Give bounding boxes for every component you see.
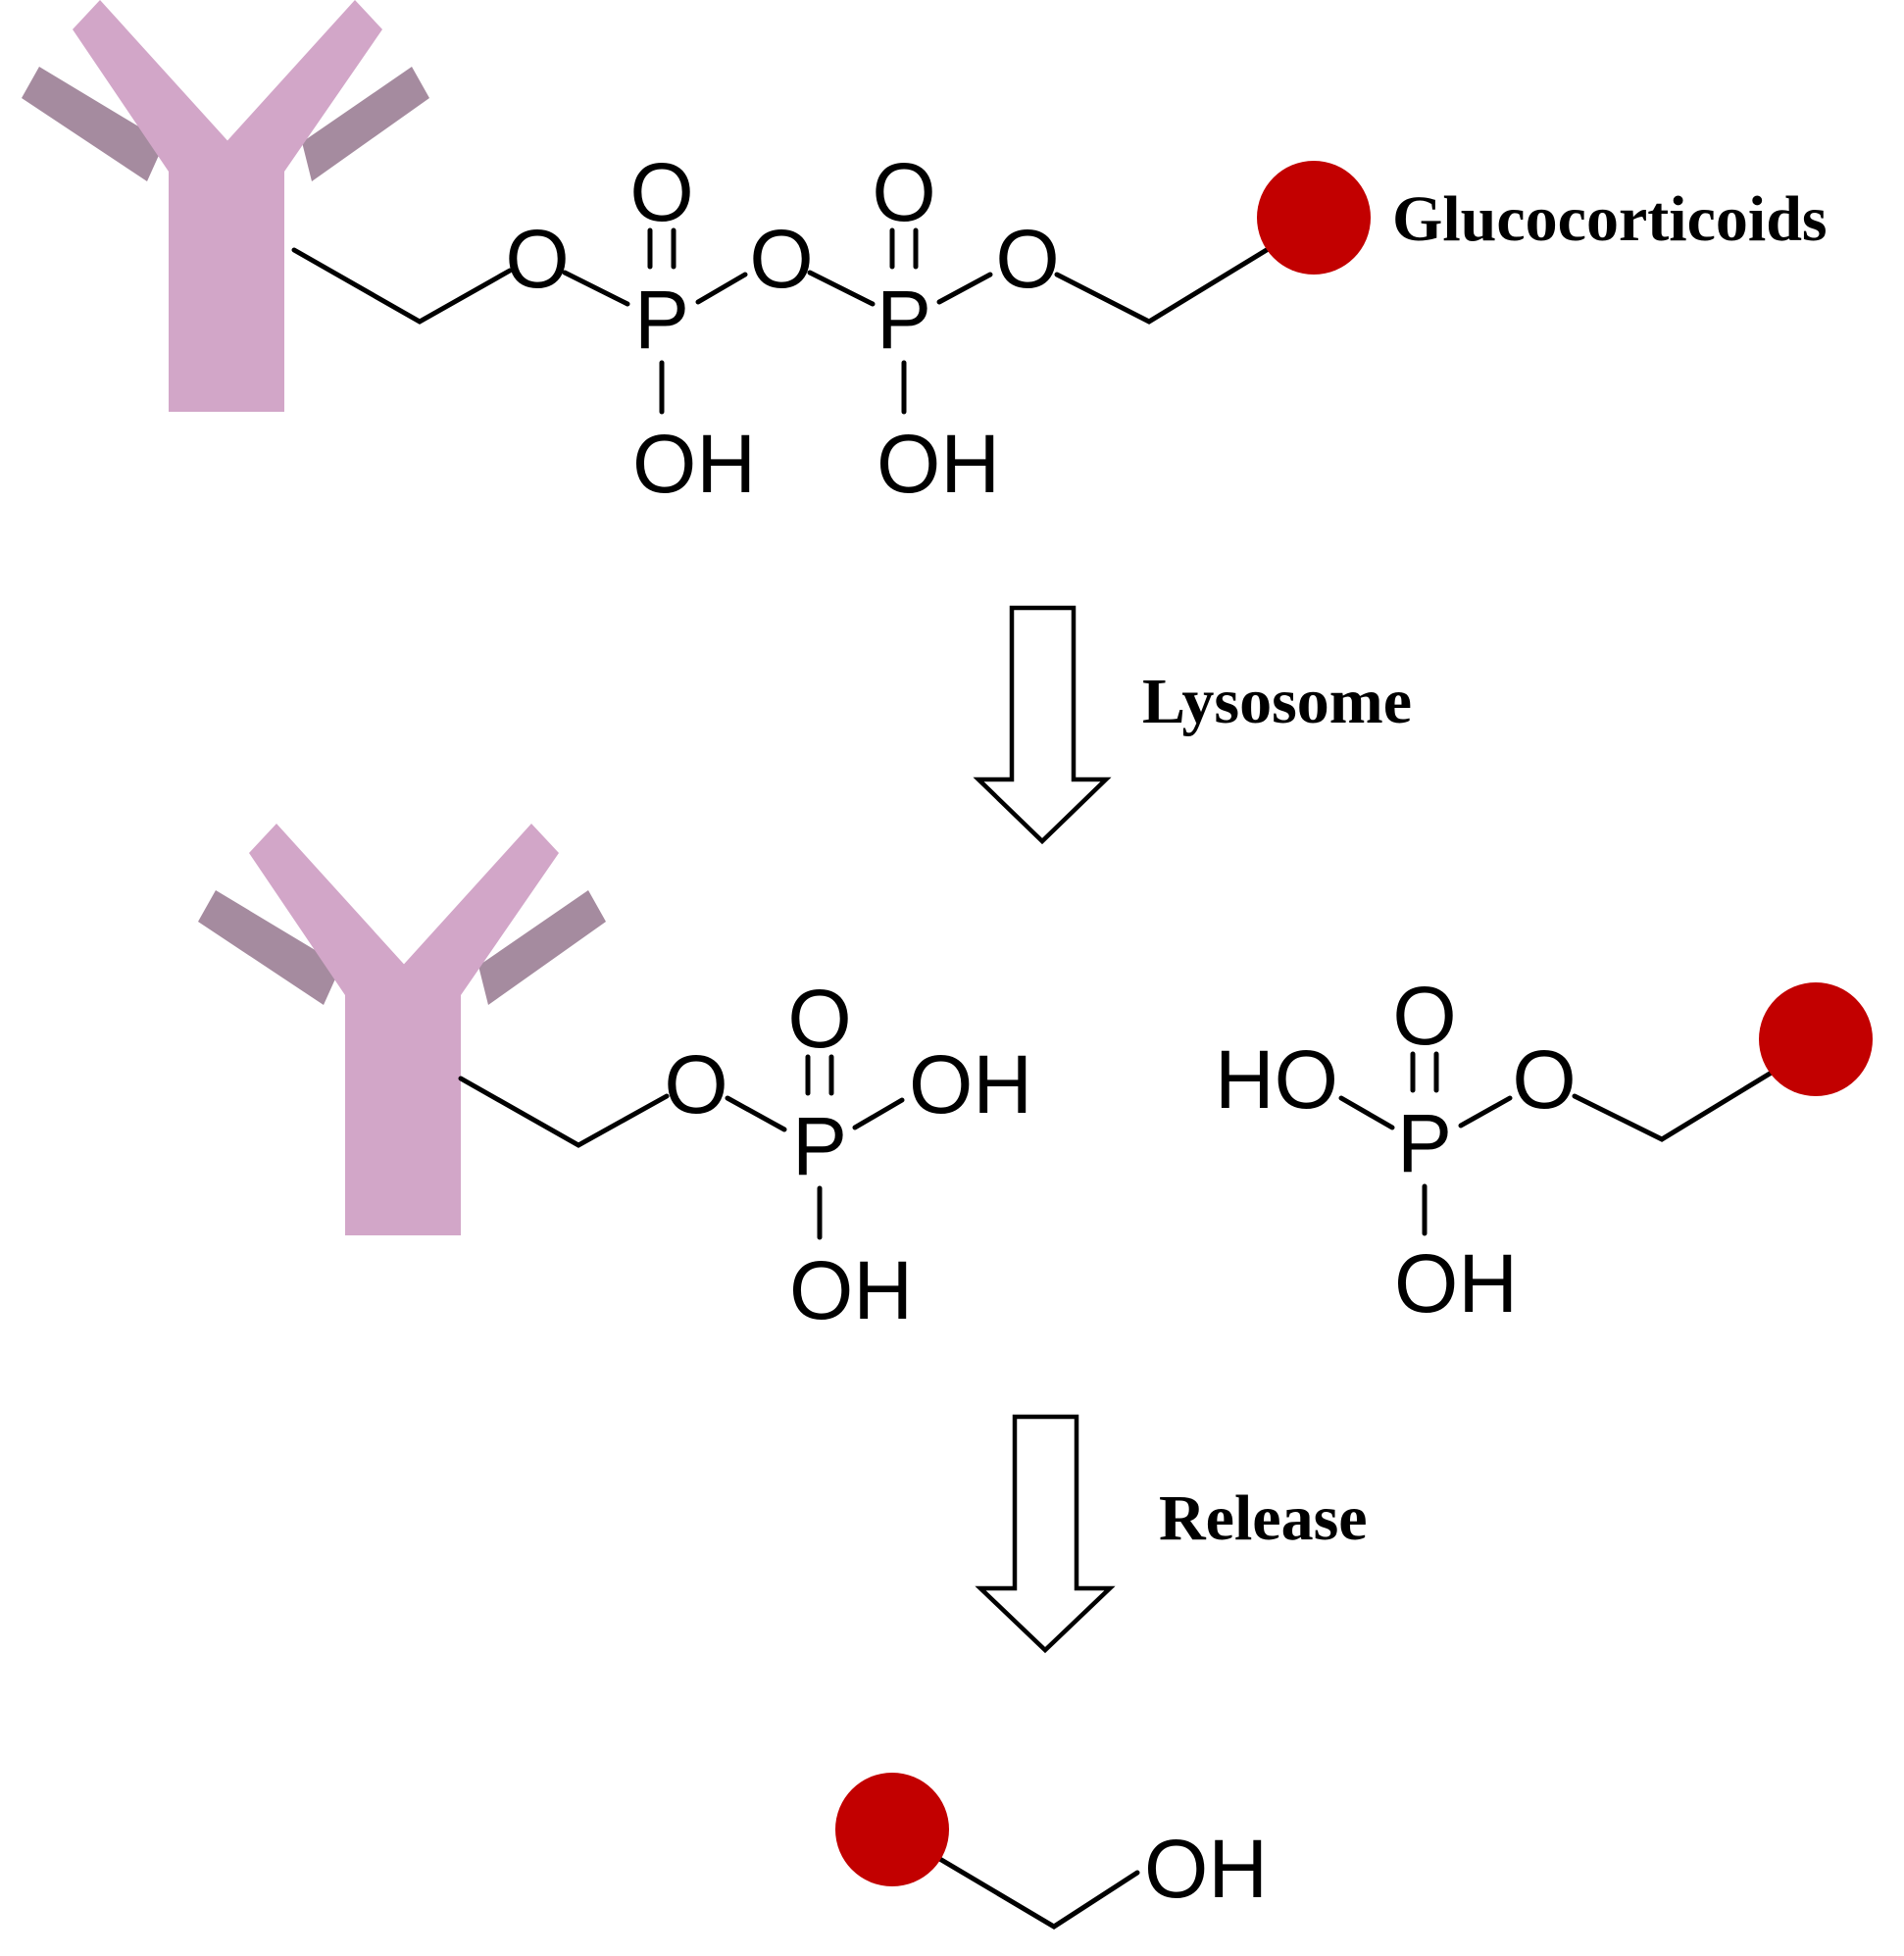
linker-bond <box>1054 242 1278 325</box>
drug-sphere-icon <box>1759 982 1873 1096</box>
step-label-release: Release <box>1159 1482 1368 1554</box>
atom-p-4: P <box>1397 1097 1452 1189</box>
drug-phosphate-fragment: HO P O O OH <box>1215 970 1873 1329</box>
step-label-lysosome: Lysosome <box>1142 666 1412 737</box>
atom-o-double-3: O <box>787 973 851 1065</box>
atom-p-3: P <box>792 1100 847 1192</box>
atom-o-bridge: O <box>749 213 813 305</box>
drug-sphere-icon <box>1257 161 1371 275</box>
linker-bond <box>291 247 513 325</box>
atom-o-double-2: O <box>872 146 935 238</box>
bond <box>852 1097 905 1130</box>
atom-o-4: O <box>1512 1033 1576 1126</box>
drug-sphere-icon <box>835 1773 949 1886</box>
atom-o-3: O <box>664 1038 727 1130</box>
atom-oh-1: OH <box>632 418 756 510</box>
antibody-phosphate-fragment: O P O OH OH <box>198 824 1032 1336</box>
bond <box>562 270 630 307</box>
bond <box>725 1095 787 1132</box>
down-arrow-icon <box>973 605 1112 845</box>
double-bond <box>1410 1051 1439 1093</box>
antibody-icon <box>22 0 429 412</box>
atom-p-1: P <box>634 274 689 366</box>
bond <box>807 270 876 307</box>
free-drug: OH <box>835 1773 1268 1930</box>
atom-oh-2: OH <box>877 418 1000 510</box>
atom-o-1: O <box>505 213 569 305</box>
linker-bond <box>919 1845 1140 1930</box>
double-bond <box>647 227 676 270</box>
atom-oh-3: OH <box>909 1038 1032 1130</box>
atom-oh-4: OH <box>789 1244 913 1336</box>
linker-bond <box>1572 1068 1778 1142</box>
atom-p-2: P <box>877 274 931 366</box>
bond <box>1338 1095 1395 1130</box>
bond <box>1458 1095 1513 1128</box>
atom-o-2: O <box>995 213 1059 305</box>
linker-bond <box>458 1076 670 1148</box>
drug-label: Glucocorticoids <box>1392 183 1828 255</box>
double-bond <box>889 227 919 270</box>
atom-o-double-4: O <box>1392 970 1456 1062</box>
antibody-icon <box>198 824 606 1235</box>
bond <box>936 272 993 305</box>
atom-o-double-1: O <box>629 146 693 238</box>
atom-oh-6: OH <box>1144 1823 1268 1915</box>
atom-ho: HO <box>1215 1033 1338 1126</box>
atom-oh-5: OH <box>1394 1237 1518 1329</box>
down-arrow-icon <box>975 1414 1116 1654</box>
bond <box>695 272 748 305</box>
double-bond <box>805 1054 834 1096</box>
intact-conjugate: O P O OH O P O OH O Glucocorticoids <box>22 0 1828 510</box>
